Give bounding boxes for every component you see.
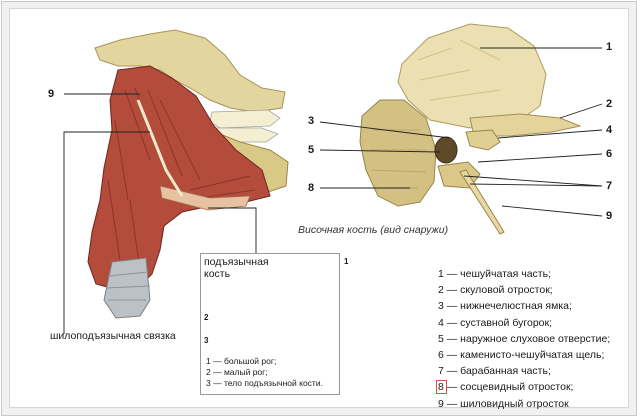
temporal-bone-caption: Височная кость (вид снаружи) (298, 224, 449, 236)
bone-callout-6: 6 (606, 148, 613, 160)
ligament-label: шилоподъязычная связка (50, 330, 176, 342)
hyoid-legend-2: 2 — малый рог; (206, 367, 268, 377)
hyoid-inset-frame (200, 253, 340, 395)
legend-item-3: 3 — нижнечелюстная ямка; (438, 300, 572, 313)
legend-item-2: 2 — скуловой отросток; (438, 284, 553, 297)
hyoid-title-line1: подъязычная (204, 256, 269, 268)
neck-callout-9: 9 (48, 88, 55, 100)
legend-item-1: 1 — чешуйчатая часть; (438, 268, 552, 280)
bone-callout-3: 3 (308, 115, 315, 127)
temporal-bone-drawing (359, 23, 582, 235)
legend-item-4: 4 — суставной бугорок; (438, 316, 553, 329)
legend-item-6: 6 — каменисто-чешуйчатая щель; (438, 349, 605, 362)
legend-item-5: 5 — наружное слуховое отверстие; (438, 332, 611, 345)
hyoid-legend-1: 1 — большой рог; (206, 356, 277, 366)
bone-callout-5: 5 (308, 144, 315, 156)
neck-dissection-drawing (87, 29, 289, 319)
bone-callout-4: 4 (606, 124, 613, 136)
hyoid-title-line2: кость (204, 268, 231, 280)
bone-callout-7: 7 (606, 180, 613, 192)
bone-callout-8: 8 (308, 182, 315, 194)
legend-item-9: 9 — шиловидный отросток (438, 397, 569, 410)
hyoid-legend-3: 3 — тело подъязычной кости. (206, 378, 323, 388)
hyoid-callout-2: 2 (204, 313, 209, 322)
highlight-box-9 (436, 380, 447, 394)
legend-list: 1 — чешуйчатая часть; 2 — скуловой отрос… (438, 266, 610, 412)
legend-item-8: 8 — сосцевидный отросток; (438, 381, 574, 394)
bone-callout-9: 9 (606, 210, 613, 222)
legend-item-7: 7 — барабанная часть; (438, 365, 551, 378)
bone-callout-1: 1 (606, 41, 613, 53)
bone-callout-2: 2 (606, 98, 613, 110)
hyoid-callout-3: 3 (204, 336, 209, 345)
hyoid-callout-1: 1 (344, 257, 349, 266)
